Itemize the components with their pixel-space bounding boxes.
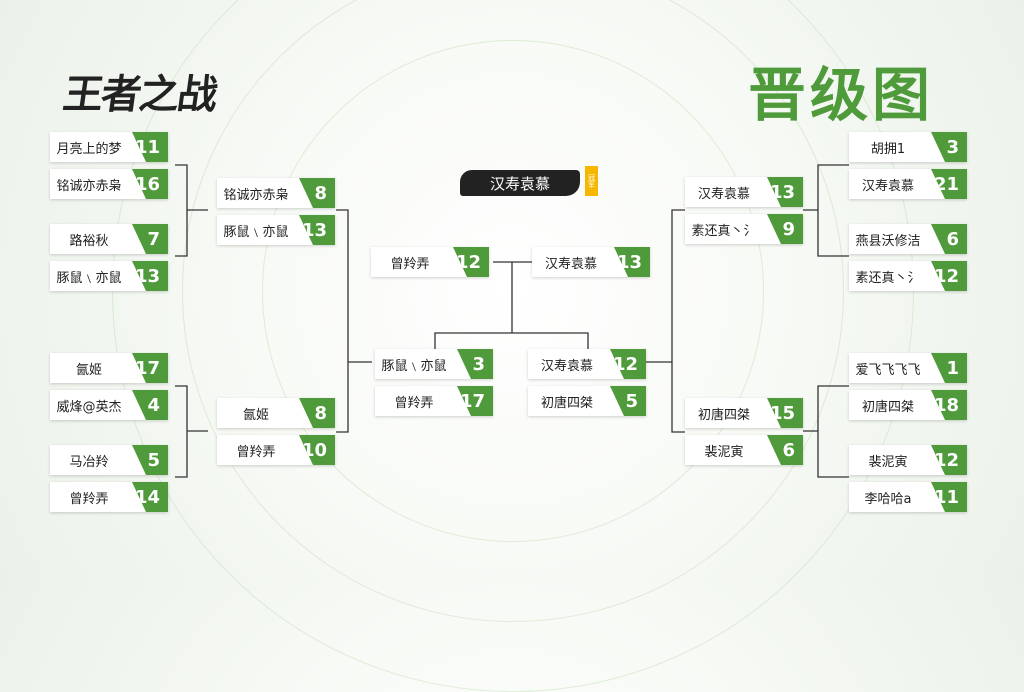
player-name: 素还真丶氵	[855, 270, 921, 286]
player-score: 9	[767, 214, 803, 244]
connector	[646, 209, 685, 433]
player-name: 汉寿袁慕	[544, 256, 597, 272]
player-name: 汉寿袁慕	[697, 186, 750, 202]
player-name: 铭诚亦赤枭	[56, 178, 122, 194]
player-card[interactable]: 氤姬 17	[50, 353, 168, 383]
player-name: 曾羚弄	[390, 256, 430, 272]
player-name: 汉寿袁慕	[861, 178, 914, 194]
player-name: 豚鼠﹨亦鼠	[381, 358, 447, 374]
player-name: 曾羚弄	[69, 491, 109, 507]
player-name: 氤姬	[242, 407, 269, 423]
champion-badge: 冠军	[585, 166, 598, 196]
player-name: 铭诚亦赤枭	[223, 187, 289, 203]
player-name: 豚鼠﹨亦鼠	[223, 224, 289, 240]
player-name: 李哈哈a	[864, 491, 912, 507]
connector	[175, 164, 208, 257]
player-name: 初唐四桀	[697, 407, 750, 423]
connector	[175, 385, 208, 478]
player-name: 曾羚弄	[394, 395, 434, 411]
player-score: 17	[132, 353, 168, 383]
player-name: 素还真丶氵	[691, 223, 757, 239]
player-name: 燕县沃修洁	[855, 233, 921, 249]
player-name: 汉寿袁慕	[540, 358, 593, 374]
player-name: 月亮上的梦	[56, 141, 122, 157]
player-name: 氤姬	[75, 362, 102, 378]
player-name: 裴泥寅	[704, 444, 744, 460]
player-name: 曾羚弄	[236, 444, 276, 460]
player-name: 路裕秋	[69, 233, 109, 249]
player-name: 威烽@英杰	[56, 399, 122, 415]
connector	[434, 261, 589, 349]
champion-banner: 汉寿袁慕	[460, 170, 580, 196]
player-name: 马冶羚	[69, 454, 109, 470]
player-name: 初唐四桀	[861, 399, 914, 415]
player-name: 裴泥寅	[868, 454, 908, 470]
connector	[336, 209, 372, 433]
page-title: 晋级图	[748, 61, 935, 129]
player-name: 胡拥1	[870, 141, 906, 157]
connector	[803, 385, 849, 478]
player-card[interactable]: 素还真丶氵 9	[685, 214, 803, 244]
bracket-lines	[175, 164, 849, 478]
player-name: 初唐四桀	[540, 395, 593, 411]
player-name: 豚鼠﹨亦鼠	[56, 270, 122, 286]
connector	[803, 164, 849, 257]
player-name: 爱飞飞飞飞	[855, 362, 921, 378]
